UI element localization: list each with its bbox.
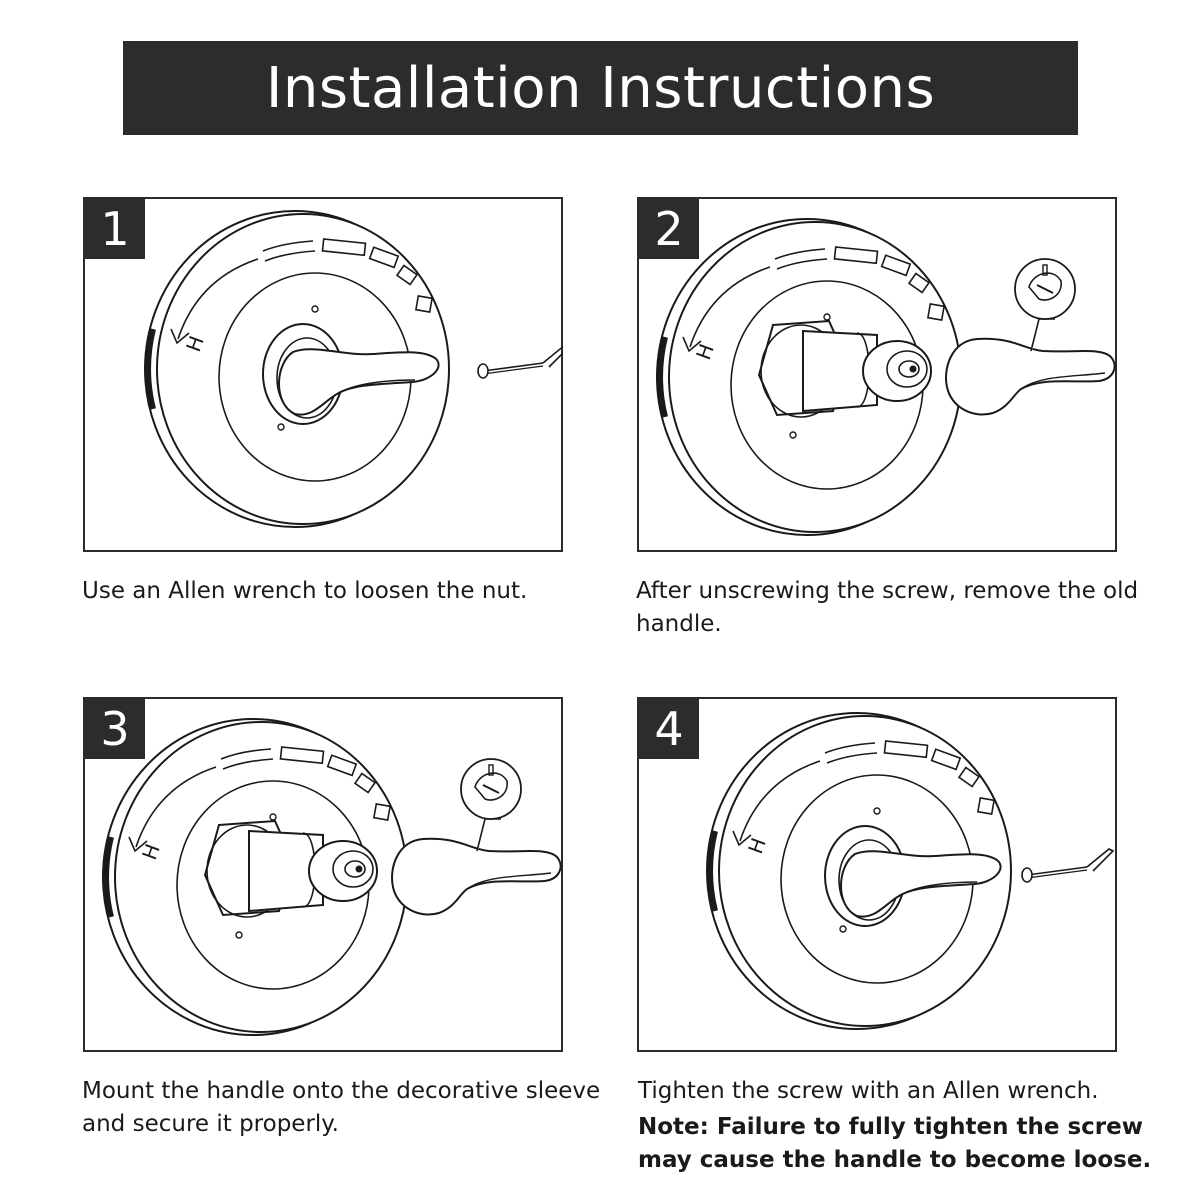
step-4-number: 4	[639, 699, 699, 759]
step-4-note: Note: Failure to fully tighten the screw…	[638, 1114, 1152, 1173]
step-4-caption: Tighten the screw with an Allen wrench.	[638, 1078, 1099, 1104]
step-2-number: 2	[639, 199, 699, 259]
step-1-illustration: H	[85, 199, 563, 552]
step-1-caption: Use an Allen wrench to loosen the nut.	[82, 578, 528, 604]
step-4-caption-block: Tighten the screw with an Allen wrench. …	[638, 1075, 1168, 1177]
step-4-panel: H 4	[637, 697, 1117, 1052]
page-title: Installation Instructions	[265, 55, 936, 121]
title-banner: Installation Instructions	[123, 41, 1078, 135]
step-2-panel: H 2	[637, 197, 1117, 552]
step-2-illustration: H	[639, 199, 1116, 552]
step-2-caption: After unscrewing the screw, remove the o…	[636, 578, 1139, 637]
step-3-caption: Mount the handle onto the decorative sle…	[82, 1078, 601, 1137]
step-1-panel: H 1	[83, 197, 563, 552]
step-3-panel: H 3	[83, 697, 563, 1052]
step-3-number: 3	[85, 699, 145, 759]
screw-detail-icon	[391, 758, 562, 916]
allen-wrench-icon	[1021, 848, 1114, 883]
step-3-illustration: H	[85, 699, 562, 1052]
step-4-illustration: H	[639, 699, 1114, 1052]
screw-detail-icon	[945, 258, 1116, 416]
step-1-number: 1	[85, 199, 145, 259]
allen-wrench-icon	[477, 344, 563, 379]
